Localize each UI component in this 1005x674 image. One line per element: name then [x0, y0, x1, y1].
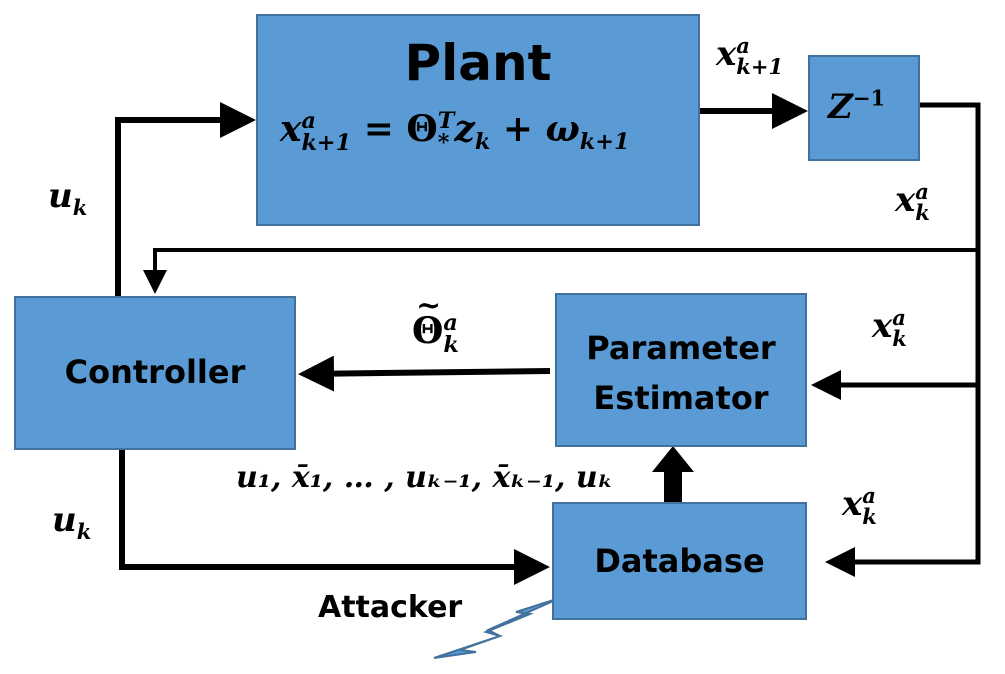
estimator-label-line1: Parameter — [586, 329, 776, 367]
lightning-bolt-icon — [433, 597, 561, 659]
wire-controller-to-database — [119, 450, 550, 585]
signal-history: u₁, x̄₁, … , uₖ₋₁, x̄ₖ₋₁, uₖ — [236, 460, 614, 495]
wire-estimator-to-controller — [298, 355, 551, 392]
signal-u-top: uk — [48, 176, 88, 220]
plant-title: Plant — [404, 34, 552, 92]
database-to-estimator-shaft — [664, 470, 682, 502]
delay-block: Z−1 — [808, 55, 920, 161]
controller-label: Controller — [64, 353, 246, 391]
controller-block: Controller — [14, 296, 296, 450]
parameter-estimator-block: Parameter Estimator — [555, 293, 807, 447]
database-block: Database — [552, 502, 807, 620]
delay-label: Z−1 — [828, 85, 886, 127]
attacker-label: Attacker — [318, 590, 463, 625]
wire-feedback-to-controller — [143, 248, 978, 294]
signal-u-bottom: uk — [52, 500, 92, 544]
database-label: Database — [594, 542, 765, 580]
database-to-estimator-head — [652, 446, 694, 472]
estimator-label-line2: Estimator — [593, 379, 769, 417]
wire-controller-to-plant — [115, 102, 256, 296]
wire-delay-output — [825, 102, 981, 577]
